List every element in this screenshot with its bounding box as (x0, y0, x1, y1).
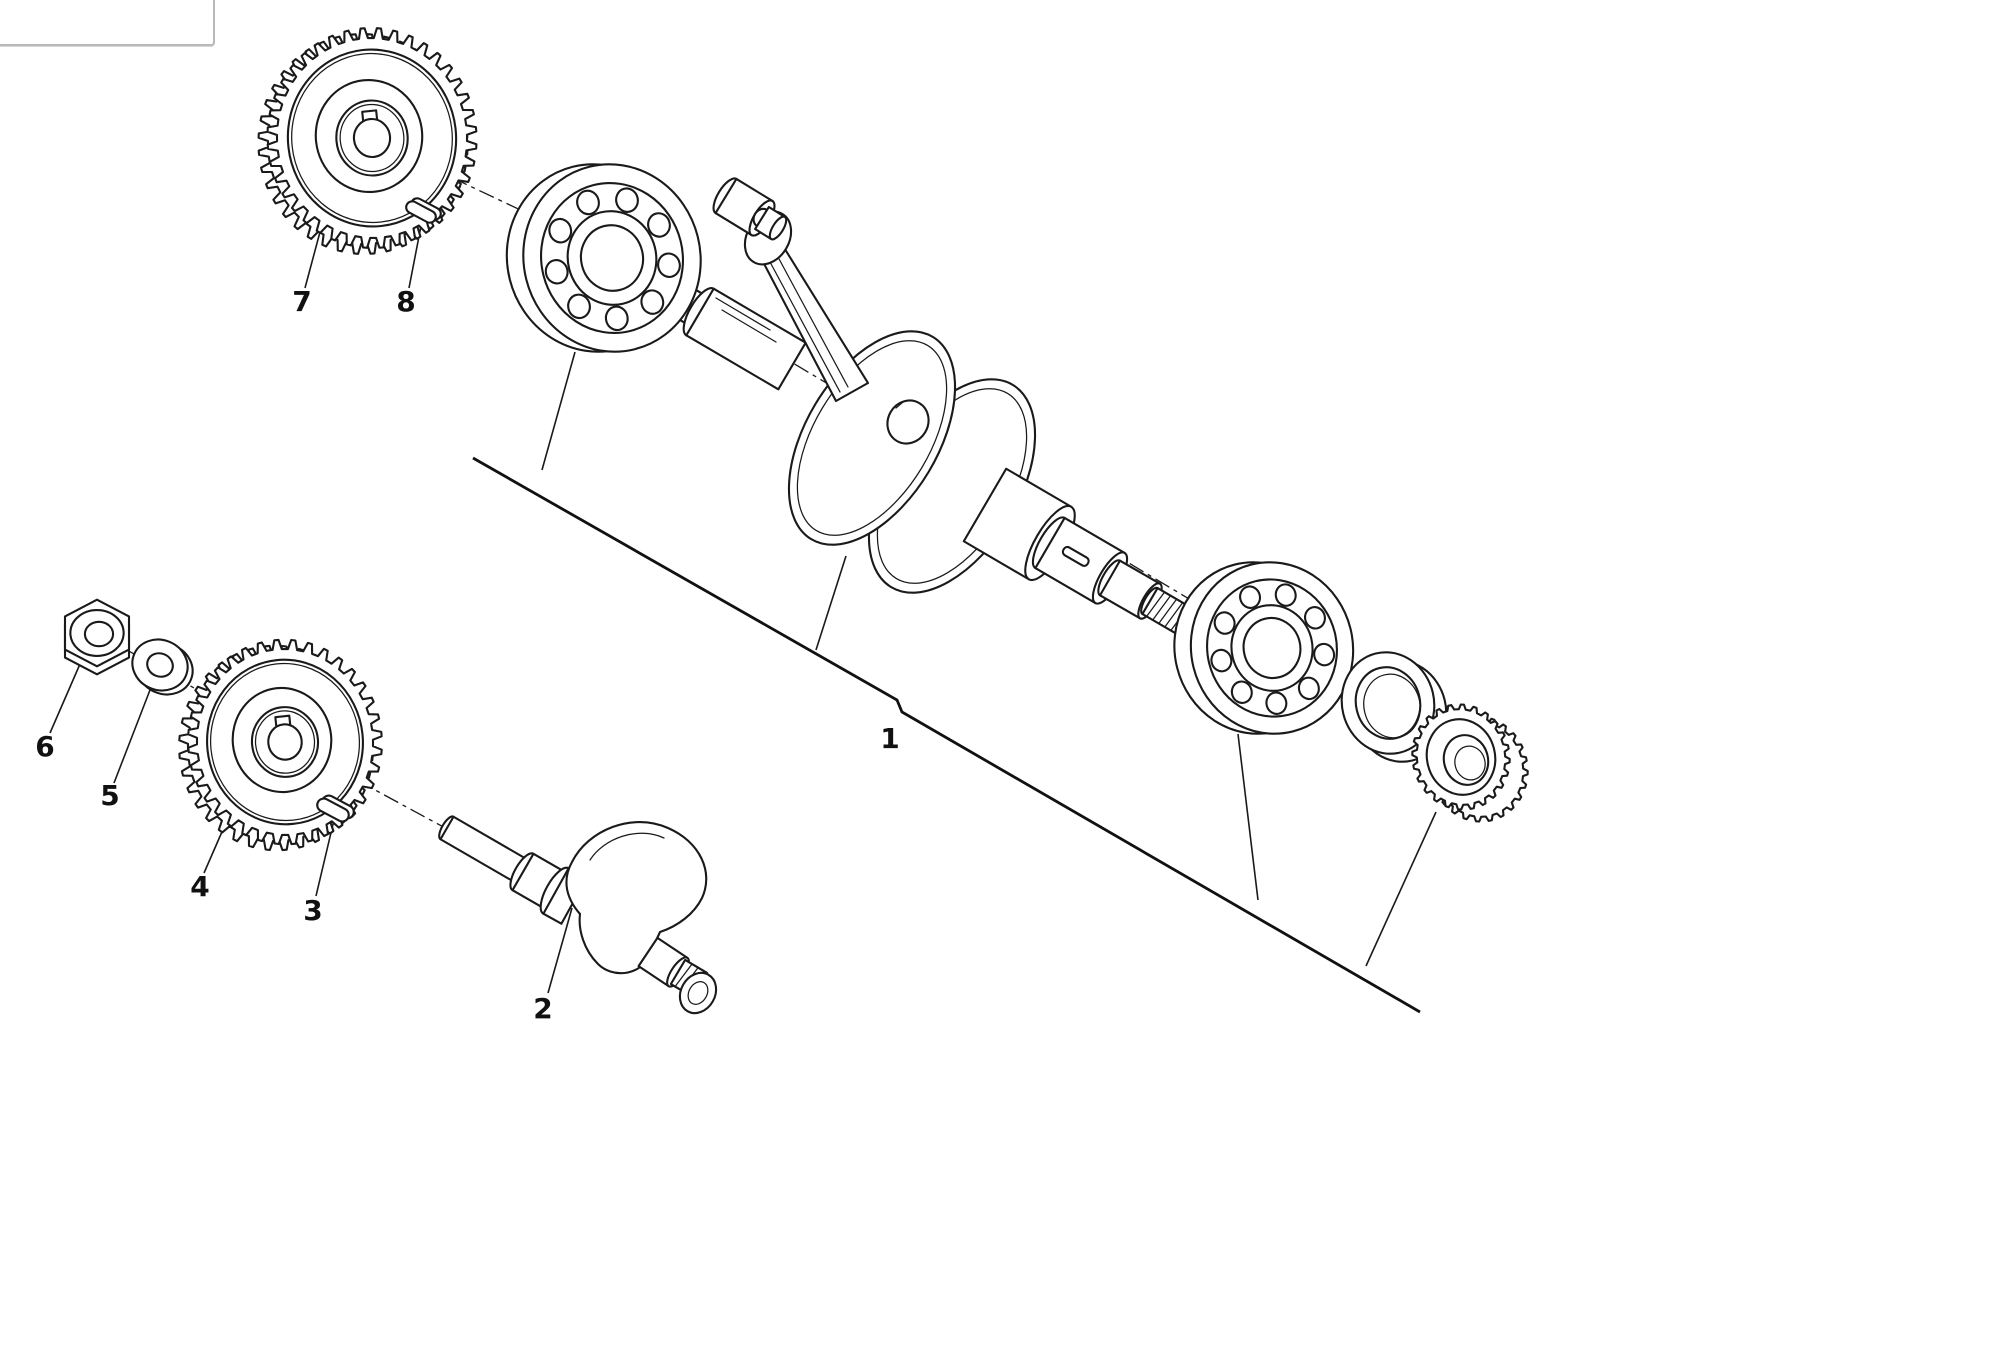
part-label-4: 4 (190, 870, 209, 903)
ball-bearing-left (505, 163, 702, 353)
balance-gear (178, 638, 383, 852)
crankshaft-assembly (664, 177, 1196, 637)
woodruff-key-lower (316, 794, 355, 823)
part-label-8: 8 (396, 285, 415, 318)
hex-nut (63, 598, 131, 676)
part-label-1: 1 (880, 722, 899, 755)
part-label-2: 2 (533, 992, 552, 1025)
ball-bearing-right (1173, 561, 1355, 735)
part-label-7: 7 (292, 285, 311, 318)
balance-shaft (438, 815, 718, 1015)
washer (131, 638, 194, 696)
drive-pinion-gear (1411, 703, 1529, 823)
part-label-3: 3 (303, 894, 322, 927)
part1-bracket-line (472, 456, 1421, 1014)
part-label-6: 6 (35, 730, 54, 763)
leader-lines (49, 225, 1437, 994)
corner-ui-artifact (0, 0, 215, 46)
woodruff-key-upper (405, 197, 442, 224)
part-label-5: 5 (100, 779, 119, 812)
primary-gear (257, 27, 478, 255)
